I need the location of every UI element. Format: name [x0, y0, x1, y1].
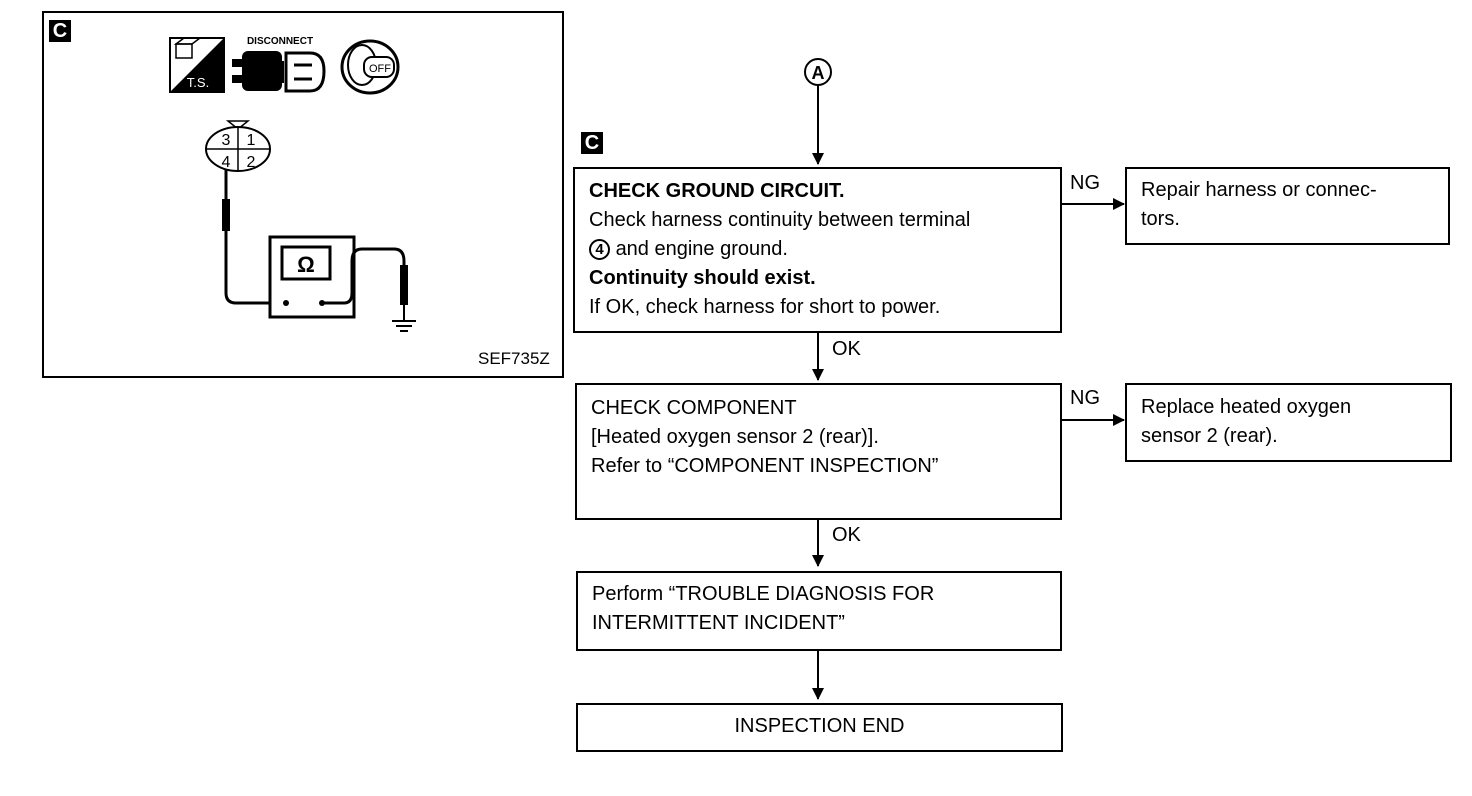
step2-ok-label: OK	[832, 524, 861, 546]
step1-line2-row: 4 and engine ground.	[589, 235, 1060, 264]
step1-line1: Check harness continuity between termina…	[589, 209, 971, 231]
ignition-key-off-icon: OFF	[340, 39, 400, 95]
terminal-4-icon: 4	[589, 239, 610, 261]
ohm-symbol: Ω	[297, 252, 315, 277]
pin-4: 4	[222, 154, 231, 171]
pin-3: 3	[222, 132, 231, 149]
ng-action2-line1: Replace heated oxygen	[1141, 396, 1352, 418]
figure-code: SEF735Z	[478, 349, 550, 368]
connector-a-icon: A	[804, 58, 832, 86]
step2-ng-action: Replace heated oxygen sensor 2 (rear).	[1125, 383, 1452, 462]
flow-section-tag: C	[581, 132, 603, 154]
step2-line1: CHECK COMPONENT	[591, 397, 797, 419]
connector-a-label: A	[812, 63, 825, 83]
step3-line2: INTERMITTENT INCIDENT”	[592, 612, 845, 634]
pin-1: 1	[247, 132, 256, 149]
step-trouble-diagnosis: Perform “TROUBLE DIAGNOSIS FOR INTERMITT…	[576, 571, 1062, 651]
pin-2: 2	[247, 154, 256, 171]
ts-label: T.S.	[187, 75, 209, 90]
step2-line2: [Heated oxygen sensor 2 (rear)].	[591, 426, 879, 448]
ng-action1-line2: tors.	[1141, 208, 1180, 230]
step1-title: CHECK GROUND CIRCUIT.	[589, 180, 845, 202]
disconnect-icon: DISCONNECT	[232, 36, 326, 93]
ng-action1-line1: Repair harness or connec-	[1141, 179, 1377, 201]
step2-ng-label: NG	[1070, 387, 1100, 409]
step1-line4: If OK, check harness for short to power.	[589, 296, 941, 318]
ground-symbol	[392, 320, 416, 332]
illustration-section-tag: C	[49, 20, 71, 42]
illustration-drawing: T.S. DISCONNECT OFF 3 1 4 2 Ω	[169, 36, 416, 332]
step-check-component: CHECK COMPONENT [Heated oxygen sensor 2 …	[575, 383, 1062, 520]
key-off-label: OFF	[369, 63, 391, 75]
step1-line3: Continuity should exist.	[589, 267, 816, 289]
inspection-end: INSPECTION END	[576, 703, 1063, 752]
step3-line1: Perform “TROUBLE DIAGNOSIS FOR	[592, 583, 935, 605]
ng-action2-line2: sensor 2 (rear).	[1141, 425, 1278, 447]
terminal-number: 4	[595, 241, 604, 259]
step1-ng-action: Repair harness or connec- tors.	[1125, 167, 1450, 245]
ohmmeter: Ω	[268, 235, 356, 319]
end-label: INSPECTION END	[734, 715, 905, 737]
sensor-connector: 3 1 4 2	[205, 120, 271, 172]
step-check-ground-circuit: CHECK GROUND CIRCUIT. Check harness cont…	[573, 167, 1062, 333]
ts-icon: T.S.	[169, 37, 225, 93]
step2-line3: Refer to “COMPONENT INSPECTION”	[591, 455, 939, 477]
step1-ng-label: NG	[1070, 172, 1100, 194]
step1-line2: and engine ground.	[615, 238, 788, 260]
step1-ok-label: OK	[832, 338, 861, 360]
disconnect-label: DISCONNECT	[247, 36, 313, 47]
